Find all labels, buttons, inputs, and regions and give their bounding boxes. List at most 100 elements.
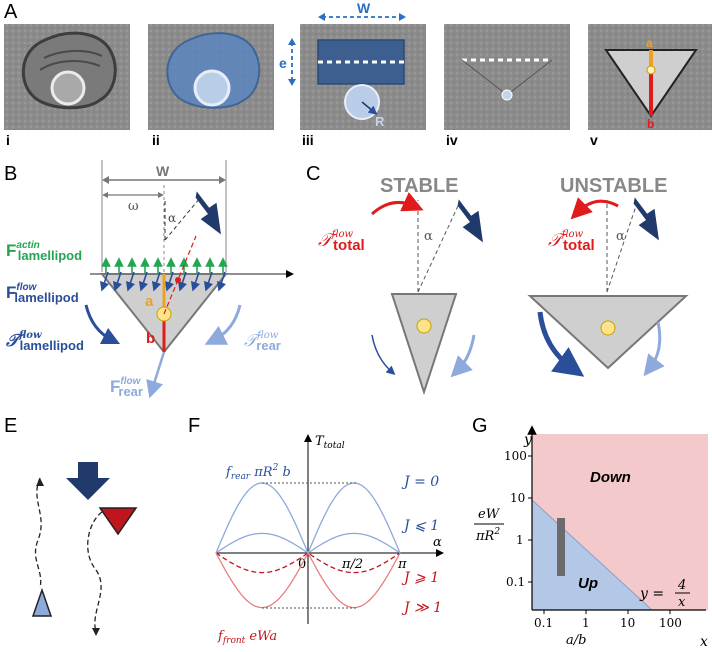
- g-xtick-1: 1: [582, 616, 590, 630]
- f-front-label: ffront eWa: [217, 629, 277, 646]
- svg-text:x: x: [678, 595, 686, 610]
- g-xtick-2: 10: [620, 616, 635, 630]
- sublabel-iv: iv: [446, 132, 458, 148]
- trajectory-down: [87, 511, 103, 633]
- b-label-v: b: [647, 117, 654, 131]
- omega-label: ω: [128, 199, 139, 214]
- alpha-label-unstable: α: [616, 229, 625, 244]
- alpha-label-stable: α: [424, 229, 433, 244]
- stable-title: STABLE: [380, 175, 459, 197]
- f-y-label: Ttotal: [315, 434, 345, 451]
- g-ytick-0: 100: [504, 449, 527, 463]
- g-ytick-3: 0.1: [506, 575, 525, 589]
- j-label-0: J = 0: [401, 474, 439, 490]
- region-down-label: Down: [590, 469, 631, 486]
- curve-j-ge1: [215, 552, 401, 574]
- g-xlabel: a/b: [566, 633, 586, 648]
- flow-arrow-stable: [457, 199, 483, 243]
- j-label-3: J ≫ 1: [401, 600, 442, 616]
- a-label-b: a: [145, 293, 154, 310]
- cell-down: [98, 507, 138, 536]
- cell-up: [31, 587, 53, 617]
- g-ytick-1: 10: [510, 491, 525, 505]
- g-ylabel: eW πR2: [474, 507, 504, 544]
- nucleus-i: [50, 70, 86, 106]
- micrograph-iv: [444, 24, 570, 130]
- panel-label-f: F: [188, 415, 200, 437]
- radius-label: R: [375, 114, 385, 129]
- rear-flow-arrow: [146, 351, 166, 399]
- unstable-title: UNSTABLE: [560, 175, 667, 197]
- region-up-label: Up: [578, 575, 598, 592]
- lamellipod-torque-arrow: [84, 304, 121, 345]
- g-y-ticks: 100 10 1 0.1: [504, 449, 532, 589]
- g-x-axis-name: x: [700, 634, 708, 650]
- j-label-2: J ⩾ 1: [401, 570, 439, 586]
- e-label: e: [279, 55, 287, 71]
- svg-text:4: 4: [677, 578, 686, 593]
- trajectory-up: [34, 477, 42, 589]
- alpha-label-b: α: [168, 211, 176, 225]
- g-xtick-0: 0.1: [534, 616, 553, 630]
- triangle-stable: [390, 293, 458, 396]
- panel-label-a: A: [4, 1, 18, 23]
- sublabel-i: i: [6, 132, 10, 148]
- center-iv: [501, 89, 513, 101]
- panel-label-e: E: [4, 415, 17, 437]
- threshold-equation: y = 4 x: [639, 578, 690, 610]
- f-halfpi-label: π/2: [341, 557, 363, 572]
- g-ytick-2: 1: [516, 533, 524, 547]
- flow-arrows: [99, 271, 227, 292]
- nucleus-stable: [416, 318, 432, 334]
- torque-plot: Ttotal α 0 π/2 π frear πR2 b ffront eWa …: [215, 434, 444, 646]
- phase-diagram: y x Down Up y = 4 x 0.1 1 10 100 100 10: [474, 425, 708, 650]
- panel-label-g: G: [472, 415, 488, 437]
- panel-label-b: B: [4, 163, 17, 185]
- curve-j-gg1: [215, 551, 401, 609]
- total-torque-arrow-stable: [370, 192, 424, 216]
- nucleus-unstable: [600, 320, 616, 336]
- rear-torque-arrow: [204, 304, 242, 345]
- flow-arrow-e: [66, 462, 110, 500]
- f-pi-label: π: [397, 557, 407, 572]
- svg-text:eW: eW: [478, 507, 501, 522]
- flow-arrow-b: [195, 191, 221, 235]
- f-rear-label: frear πR2 b: [225, 463, 291, 482]
- svg-text:y =: y =: [639, 586, 664, 602]
- lamellipod-torque-stable: [371, 334, 396, 375]
- rear-torque-unstable: [643, 321, 665, 377]
- panel-label-c: C: [306, 163, 320, 185]
- svg-text:πR2: πR2: [475, 527, 500, 544]
- f-x-label: α: [433, 535, 442, 550]
- w-label-b: W: [156, 163, 170, 179]
- experimental-range: [557, 518, 565, 576]
- g-y-axis-name: y: [523, 432, 533, 448]
- j-label-1: J ⩽ 1: [401, 518, 439, 534]
- g-xtick-3: 100: [659, 616, 682, 630]
- nucleus-ii: [193, 69, 231, 107]
- sublabel-iii: iii: [302, 132, 314, 148]
- b-label-b: b: [146, 330, 155, 347]
- flow-arrow-unstable: [633, 197, 659, 241]
- total-torque-arrow-unstable: [570, 197, 619, 220]
- rear-torque-stable: [450, 334, 476, 378]
- a-label-v: a: [646, 36, 653, 50]
- sublabel-ii: ii: [152, 132, 160, 148]
- lamellipod-torque-unstable: [537, 311, 585, 377]
- g-x-ticks: 0.1 1 10 100: [534, 610, 682, 630]
- width-label-a: W: [357, 0, 371, 16]
